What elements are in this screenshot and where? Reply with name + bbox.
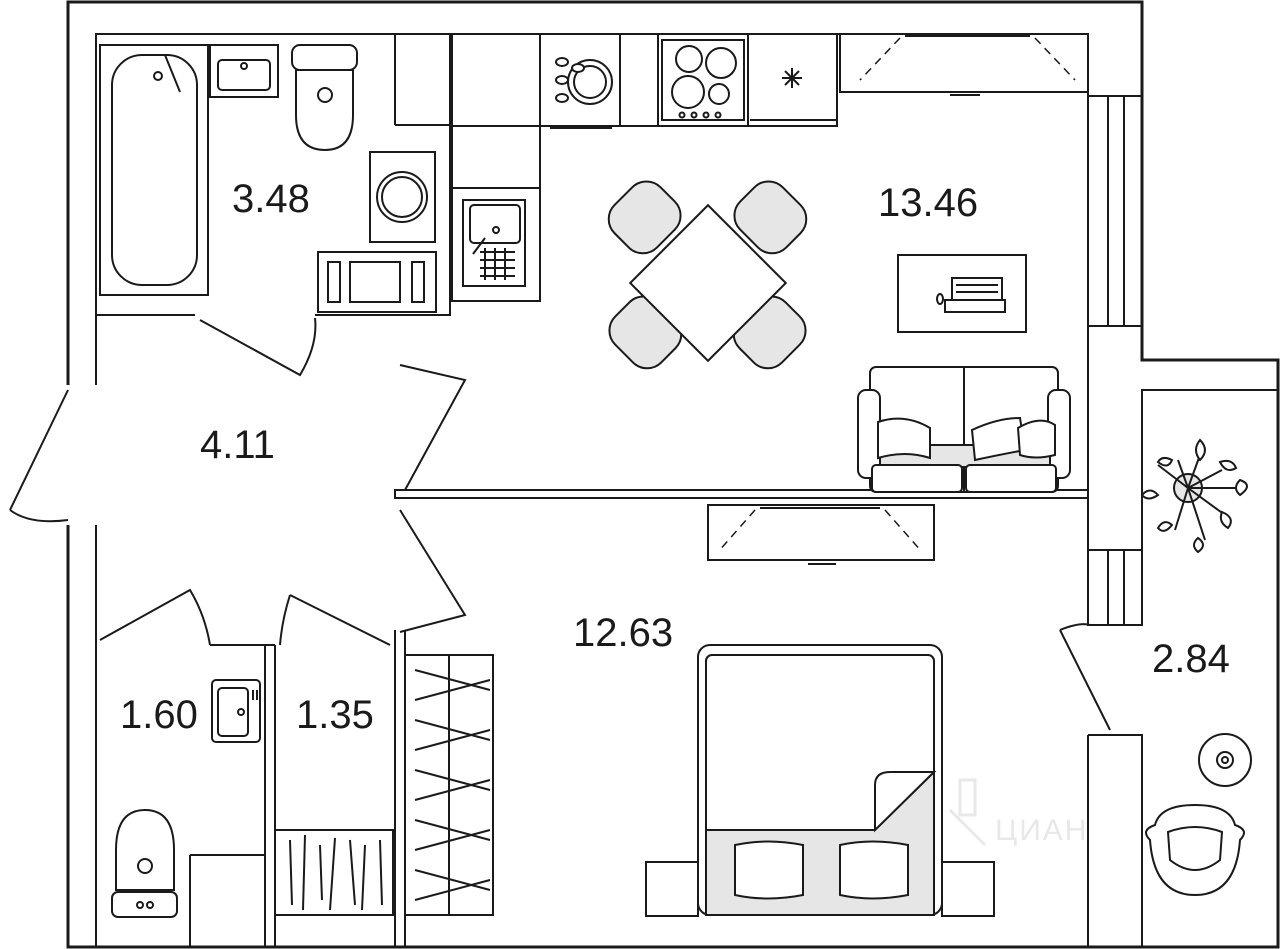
area-label-hallway: 4.11: [200, 423, 275, 467]
area-label-balcony: 2.84: [1152, 637, 1230, 681]
bathroom-sink: [209, 44, 279, 98]
dishwasher: [550, 57, 613, 129]
area-label-kitchen-living: 13.46: [878, 181, 978, 225]
washing-machine: [369, 151, 436, 243]
stove: [661, 39, 745, 121]
toilet-sink: [211, 679, 261, 743]
balcony-chair: [1145, 803, 1245, 897]
area-label-bedroom: 12.63: [573, 611, 673, 655]
double-bed: [645, 644, 995, 917]
kitchen-sink: [462, 199, 526, 287]
outer-walls: [66, 0, 1280, 949]
area-label-toilet: 1.60: [120, 693, 198, 737]
cabinet-microwave: [317, 251, 437, 313]
air-conditioner-kitchen: [839, 33, 1089, 96]
dining-table: [607, 180, 808, 370]
sofa: [857, 366, 1071, 493]
bathroom-toilet: [291, 44, 358, 152]
doors: [9, 317, 1111, 731]
bathtub: [99, 44, 209, 296]
plant: [1140, 438, 1248, 554]
air-conditioner-bedroom: [707, 504, 935, 565]
watermark-logo: ЦИАН: [948, 778, 1088, 847]
fridge: [750, 68, 838, 121]
area-label-bathroom: 3.48: [232, 177, 310, 221]
watermark-text: ЦИАН: [995, 814, 1088, 847]
wardrobe-bedroom: [404, 654, 494, 916]
area-label-storage: 1.35: [296, 693, 374, 737]
area-labels: 3.48 13.46 4.11 12.63 2.84 1.60 1.35: [120, 177, 1230, 737]
laptop-desk: [897, 254, 1027, 333]
toilet-bowl: [111, 808, 178, 918]
balcony-table: [1198, 733, 1252, 787]
shelves-storage: [274, 829, 394, 916]
